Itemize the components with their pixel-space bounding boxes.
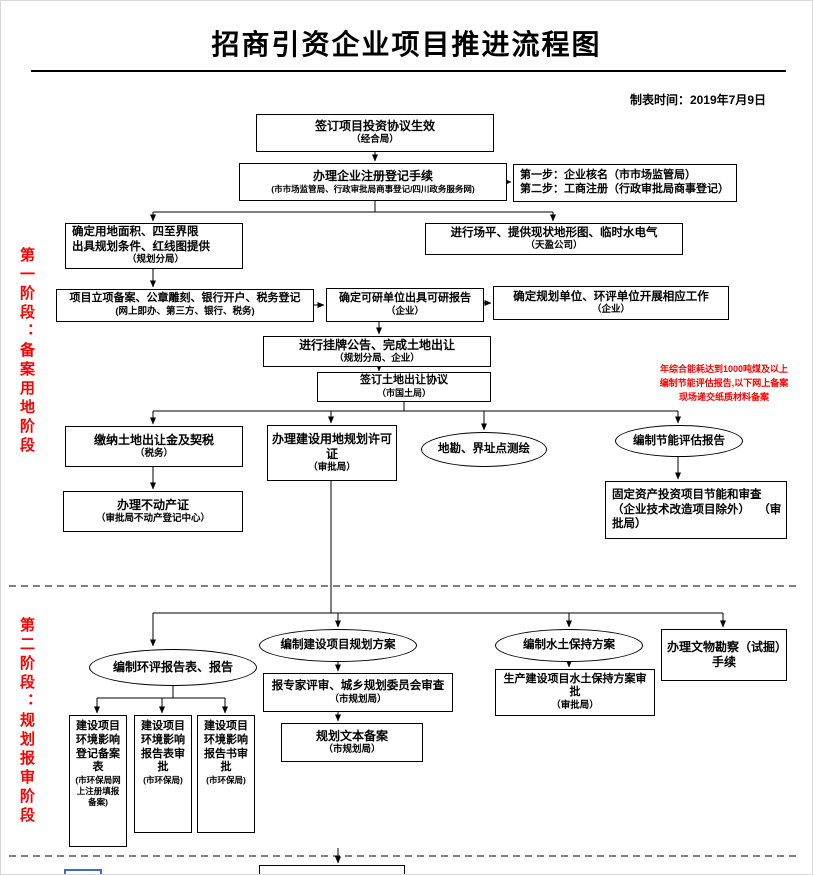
node-project-filing-title: 项目立项备案、公章雕刻、银行开户、税务登记 xyxy=(69,292,301,305)
node-register-title: 办理企业注册登记手续 xyxy=(312,168,433,183)
node-land-agreement-title: 签订土地出让协议 xyxy=(360,374,448,387)
node-energy-report-title: 编制节能评估报告 xyxy=(633,434,725,447)
node-water-approval: 生产建设项目水土保持方案审批 （审批局） xyxy=(495,669,655,716)
node-energy-review-title: 固定资产投资项目节能和审查（企业技术改造项目除外） xyxy=(612,489,762,516)
date-label: 制表时间：2019年7月9日 xyxy=(629,93,766,107)
node-cultural-title: 办理文物勘察（试掘）手续 xyxy=(666,640,781,669)
node-energy-report-ellipse: 编制节能评估报告 xyxy=(615,425,743,457)
node-env-form-sub: (市环保局) xyxy=(143,775,183,785)
node-register-sub: (市市场监管局、行政审批局商事登记/四川政务服务网) xyxy=(271,183,475,194)
node-env-book-sub: (市环保局) xyxy=(206,775,246,785)
node-land-agreement-sub: （市国土局） xyxy=(376,388,431,399)
node-water-scheme-ellipse: 编制水土保持方案 xyxy=(495,629,643,662)
node-water-approval-sub: （审批局） xyxy=(551,700,599,712)
partial-blue-shape xyxy=(64,869,102,874)
node-planning-units-sub: （企业） xyxy=(591,304,630,316)
node-env-report-title: 编制环评报告表、报告 xyxy=(112,660,233,674)
node-listing-title: 进行挂牌公告、完成土地出让 xyxy=(298,337,455,352)
node-land-conditions-line2: 出具规划条件、红线图提供 xyxy=(72,240,210,253)
node-water-approval-title2: 生产建设项目水土保持方案审批 xyxy=(499,673,651,701)
node-steps-line1: 第一步：企业核名（市市场监管局） xyxy=(520,169,696,182)
node-env-book: 建设项目环境影响报告书审批 (市环保局) xyxy=(197,715,255,833)
node-expert-review-title: 报专家评审、城乡规划委员会审查 xyxy=(271,680,445,693)
node-register: 办理企业注册登记手续 (市市场监管局、行政审批局商事登记/四川政务服务网) xyxy=(239,163,507,201)
node-project-filing-sub: (网上即办、第三方、银行、税务) xyxy=(115,306,255,318)
node-energy-review: 固定资产投资项目节能和审查（企业技术改造项目除外）（审批局） xyxy=(605,481,787,539)
energy-note: 年综合能耗达到1000吨煤及以上编制节能评估报告,以下网上备案现场递交纸质材料备… xyxy=(659,364,789,402)
node-plan-filing-title: 规划文本备案 xyxy=(315,728,388,743)
node-env-reg-title: 建设项目环境影响登记备案表 xyxy=(76,720,120,774)
node-sign-agreement-sub: （经合局） xyxy=(351,134,399,146)
node-survey-title: 地勘、界址点测绘 xyxy=(438,443,530,456)
node-project-filing: 项目立项备案、公章雕刻、银行开户、税务登记 (网上即办、第三方、银行、税务) xyxy=(56,289,314,322)
node-feasibility: 确定可研单位出具可研报告 （企业） xyxy=(326,288,484,322)
node-env-reg: 建设项目环境影响登记备案表 (市环保局网上注册填报备案) xyxy=(69,715,127,847)
node-land-permit-title: 办理建设用地规划许可证 xyxy=(271,431,392,461)
node-feasibility-sub: （企业） xyxy=(385,305,424,317)
node-env-reg-sub: (市环保局网上注册填报备案) xyxy=(75,775,121,808)
node-property-cert-sub: （审批局不动产登记中心） xyxy=(95,512,210,524)
node-feasibility-title: 确定可研单位出具可研报告 xyxy=(339,291,471,304)
node-plan-scheme-title: 编制建设项目规划方案 xyxy=(280,639,396,652)
node-land-conditions-line1: 确定用地面积、四至界限 xyxy=(72,226,199,239)
page-title: 招商引资企业项目推进流程图 xyxy=(211,30,602,61)
node-planning-units-title: 确定规划单位、环评单位开展相应工作 xyxy=(513,290,709,303)
node-land-agreement: 签订土地出让协议 （市国土局） xyxy=(317,372,491,402)
node-pay-fees-sub: （税务） xyxy=(134,447,173,459)
node-site-prep-sub: （天盈公司） xyxy=(525,240,583,252)
node-steps-line2: 第二步：工商注册（行政审批局商事登记） xyxy=(520,183,729,195)
node-steps: 第一步：企业核名（市市场监管局） 第二步：工商注册（行政审批局商事登记） xyxy=(513,164,737,202)
node-property-cert: 办理不动产证 （审批局不动产登记中心） xyxy=(63,491,243,532)
node-listing: 进行挂牌公告、完成土地出让 （规划分局、企业） xyxy=(263,336,491,367)
node-site-prep-title: 进行场平、提供现状地形图、临时水电气 xyxy=(450,226,658,239)
node-plan-filing-sub: （市规划局） xyxy=(323,743,381,755)
node-pay-fees: 缴纳土地出让金及契税 （税务） xyxy=(65,426,243,467)
node-expert-review: 报专家评审、城乡规划委员会审查 （市规划局） xyxy=(263,673,453,712)
stage1-label: 第一阶段：备案用地阶段 xyxy=(18,247,35,456)
title-underline xyxy=(31,70,786,72)
node-env-report-ellipse: 编制环评报告表、报告 xyxy=(89,649,257,686)
node-site-prep: 进行场平、提供现状地形图、临时水电气 （天盈公司） xyxy=(425,223,683,255)
stage2-label: 第二阶段：规划报审阶段 xyxy=(18,617,35,826)
node-land-conditions: 确定用地面积、四至界限 出具规划条件、红线图提供 （规划分局） xyxy=(65,223,243,269)
node-plan-scheme-ellipse: 编制建设项目规划方案 xyxy=(259,629,417,662)
node-env-book-title: 建设项目环境影响报告书审批 xyxy=(204,720,248,774)
node-land-conditions-sub: （规划分局） xyxy=(126,254,184,266)
node-expert-review-sub: （市规划局） xyxy=(329,693,387,705)
node-sign-agreement: 签订项目投资协议生效 （经合局） xyxy=(256,114,494,152)
node-pay-fees-title: 缴纳土地出让金及契税 xyxy=(93,432,214,447)
node-land-permit-sub: （审批局） xyxy=(308,461,356,473)
node-property-cert-title: 办理不动产证 xyxy=(116,497,189,512)
node-survey-ellipse: 地勘、界址点测绘 xyxy=(421,432,547,467)
node-planning-units: 确定规划单位、环评单位开展相应工作 （企业） xyxy=(493,286,729,320)
node-env-form-title: 建设项目环境影响报告表审批 xyxy=(141,720,185,774)
partial-bottom-box xyxy=(259,865,405,874)
node-plan-filing: 规划文本备案 （市规划局） xyxy=(281,723,423,762)
node-env-form: 建设项目环境影响报告表审批 (市环保局) xyxy=(134,715,192,833)
node-water-approval-title-text: 生产建设项目水土保持方案审批 xyxy=(503,672,647,699)
node-land-permit: 办理建设用地规划许可证 （审批局） xyxy=(267,425,397,481)
node-water-scheme-title: 编制水土保持方案 xyxy=(523,639,615,652)
node-listing-sub: （规划分局、企业） xyxy=(334,352,420,364)
node-energy-review-text: 固定资产投资项目节能和审查（企业技术改造项目除外）（审批局） xyxy=(612,488,783,531)
node-cultural: 办理文物勘察（试掘）手续 xyxy=(661,629,787,681)
node-energy-review-sub: （审批局） xyxy=(612,503,782,531)
node-sign-agreement-title: 签订项目投资协议生效 xyxy=(314,119,435,134)
